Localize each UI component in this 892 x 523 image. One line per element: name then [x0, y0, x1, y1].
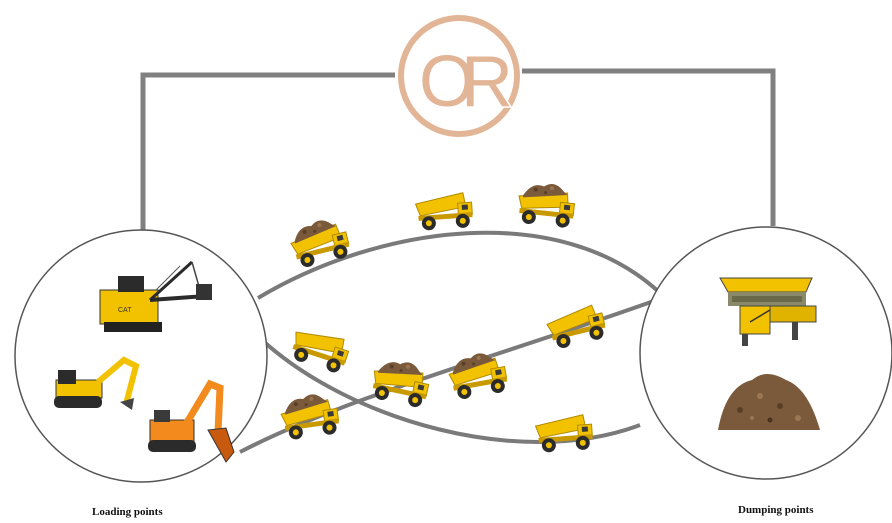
- loaded-haul-truck-icon: [288, 216, 353, 271]
- loading-points-node: CAT: [14, 229, 268, 483]
- loaded-haul-truck-icon: [368, 356, 432, 410]
- haul-trucks: [279, 181, 609, 454]
- svg-text:CAT: CAT: [118, 307, 132, 314]
- empty-haul-truck-icon: [414, 191, 474, 232]
- dumping-points-label: Dumping points: [738, 504, 814, 516]
- dumping-points-node: [639, 226, 892, 480]
- control-connector-line: [140, 68, 776, 232]
- loading-points-label: Loading points: [92, 506, 163, 518]
- or-logo-text: OR: [419, 42, 510, 122]
- electric-rope-shovel-icon: CAT: [99, 260, 212, 332]
- loaded-haul-truck-icon: [279, 392, 341, 442]
- loaded-haul-truck-icon: [447, 350, 510, 402]
- loaded-haul-truck-icon: [515, 181, 577, 230]
- ore-stockpile-icon: [718, 374, 820, 430]
- crusher-hopper-icon: [719, 277, 817, 346]
- orange-excavator-icon: [148, 379, 235, 463]
- route-top-arc: [256, 230, 662, 300]
- empty-haul-truck-icon: [534, 413, 594, 454]
- or-logo: OR: [398, 15, 526, 137]
- yellow-excavator-icon: [54, 356, 140, 410]
